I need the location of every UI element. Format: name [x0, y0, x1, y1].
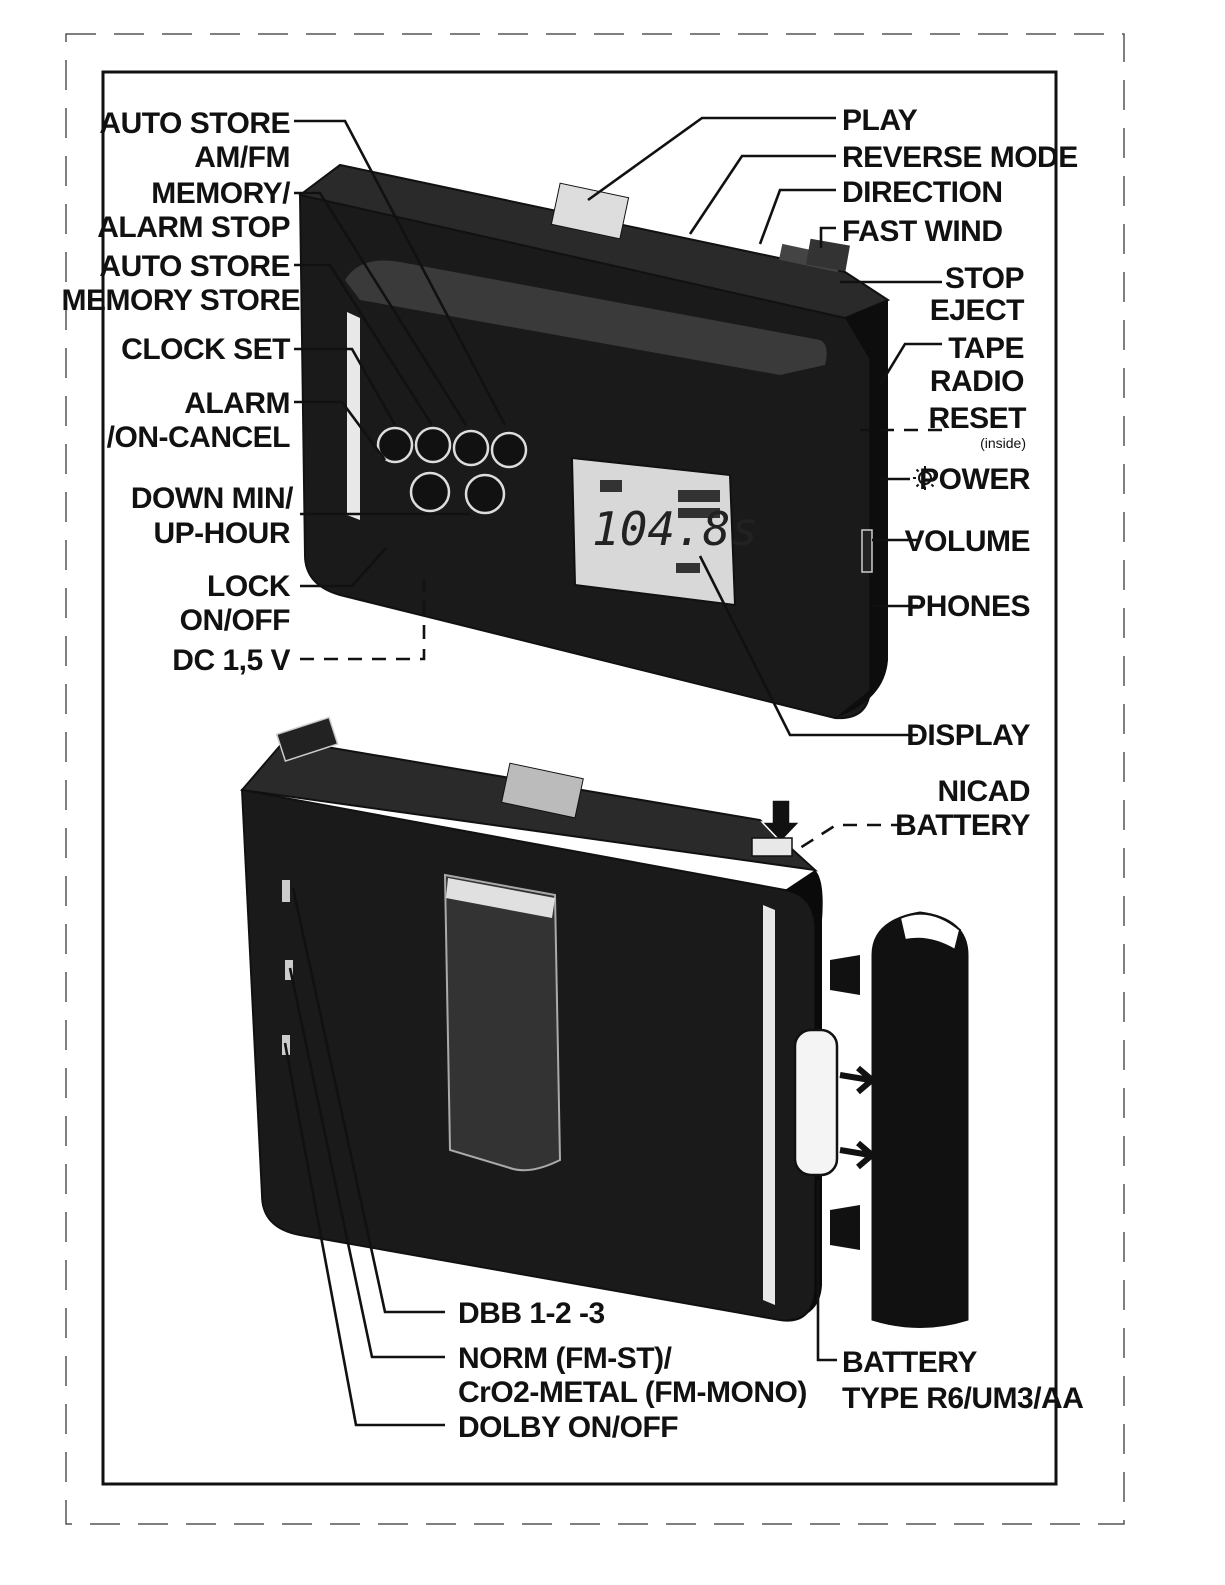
- label-down-min-1: DOWN MIN/: [131, 482, 294, 515]
- belt-clip: [443, 873, 562, 1172]
- label-auto-store-memory-2: MEMORY STORE: [62, 284, 300, 317]
- label-battery-type-1: BATTERY: [842, 1346, 977, 1379]
- label-alarm-1: ALARM: [184, 387, 290, 420]
- label-tape: TAPE: [948, 332, 1024, 365]
- right-labels: PLAY REVERSE MODE DIRECTION FAST WIND ST…: [842, 104, 1078, 842]
- label-battery-type-2: TYPE R6/UM3/AA: [842, 1382, 1083, 1415]
- label-reset-note: (inside): [980, 435, 1026, 451]
- button-auto-store-memory: [452, 429, 490, 467]
- label-fast-wind: FAST WIND: [842, 215, 1003, 248]
- button-auto-store-amfm: [490, 431, 528, 469]
- label-eject: EJECT: [930, 294, 1024, 327]
- label-dolby: DOLBY ON/OFF: [458, 1411, 678, 1444]
- label-clock-set: CLOCK SET: [121, 333, 290, 366]
- lcd-readout: 104.8s: [592, 502, 758, 556]
- label-auto-store-memory-1: AUTO STORE: [99, 250, 290, 283]
- label-norm-1: NORM (FM-ST)/: [458, 1342, 673, 1375]
- label-reset: RESET: [928, 402, 1026, 435]
- label-display: DISPLAY: [906, 719, 1030, 752]
- label-alarm-2: /ON-CANCEL: [107, 421, 290, 454]
- diagram-frame: [101, 70, 1058, 1486]
- label-memory-alarm-stop-1: MEMORY/: [151, 177, 291, 210]
- outer-page-frame: [65, 33, 1125, 1525]
- knob-up-hour: [464, 473, 506, 515]
- top-device-illustration: 104.8s: [298, 163, 891, 720]
- aa-battery: [871, 911, 969, 1328]
- label-phones: PHONES: [906, 590, 1030, 623]
- label-down-min-2: UP-HOUR: [154, 517, 291, 550]
- label-stop: STOP: [945, 262, 1024, 295]
- bottom-device-illustration: [240, 716, 969, 1328]
- nicad-cell: [793, 1028, 839, 1177]
- label-reverse-mode: REVERSE MODE: [842, 141, 1078, 174]
- label-play: PLAY: [842, 104, 918, 137]
- sun-icon: [913, 466, 937, 490]
- knob-down-min: [409, 471, 451, 513]
- label-power: POWER: [919, 463, 1031, 496]
- label-volume: VOLUME: [905, 525, 1030, 558]
- label-direction: DIRECTION: [842, 176, 1003, 209]
- left-labels: AUTO STORE AM/FM MEMORY/ ALARM STOP AUTO…: [62, 107, 301, 677]
- label-dbb: DBB 1-2 -3: [458, 1297, 605, 1330]
- label-norm-2: CrO2-METAL (FM-MONO): [458, 1376, 807, 1409]
- label-memory-alarm-stop-2: ALARM STOP: [97, 211, 290, 244]
- label-radio: RADIO: [930, 365, 1024, 398]
- bottom-labels: DBB 1-2 -3 NORM (FM-ST)/ CrO2-METAL (FM-…: [458, 1297, 1084, 1444]
- label-nicad: NICAD: [938, 775, 1031, 808]
- label-battery: BATTERY: [895, 809, 1030, 842]
- label-dc: DC 1,5 V: [172, 644, 290, 677]
- label-lock-1: LOCK: [207, 570, 291, 603]
- label-auto-store-amfm-2: AM/FM: [194, 141, 290, 174]
- button-clock-set: [376, 426, 414, 464]
- label-lock-2: ON/OFF: [180, 604, 290, 637]
- play-button-shape: [550, 182, 630, 240]
- label-auto-store-amfm-1: AUTO STORE: [99, 107, 290, 140]
- leader-lines: [283, 116, 942, 1427]
- button-alarm: [414, 426, 452, 464]
